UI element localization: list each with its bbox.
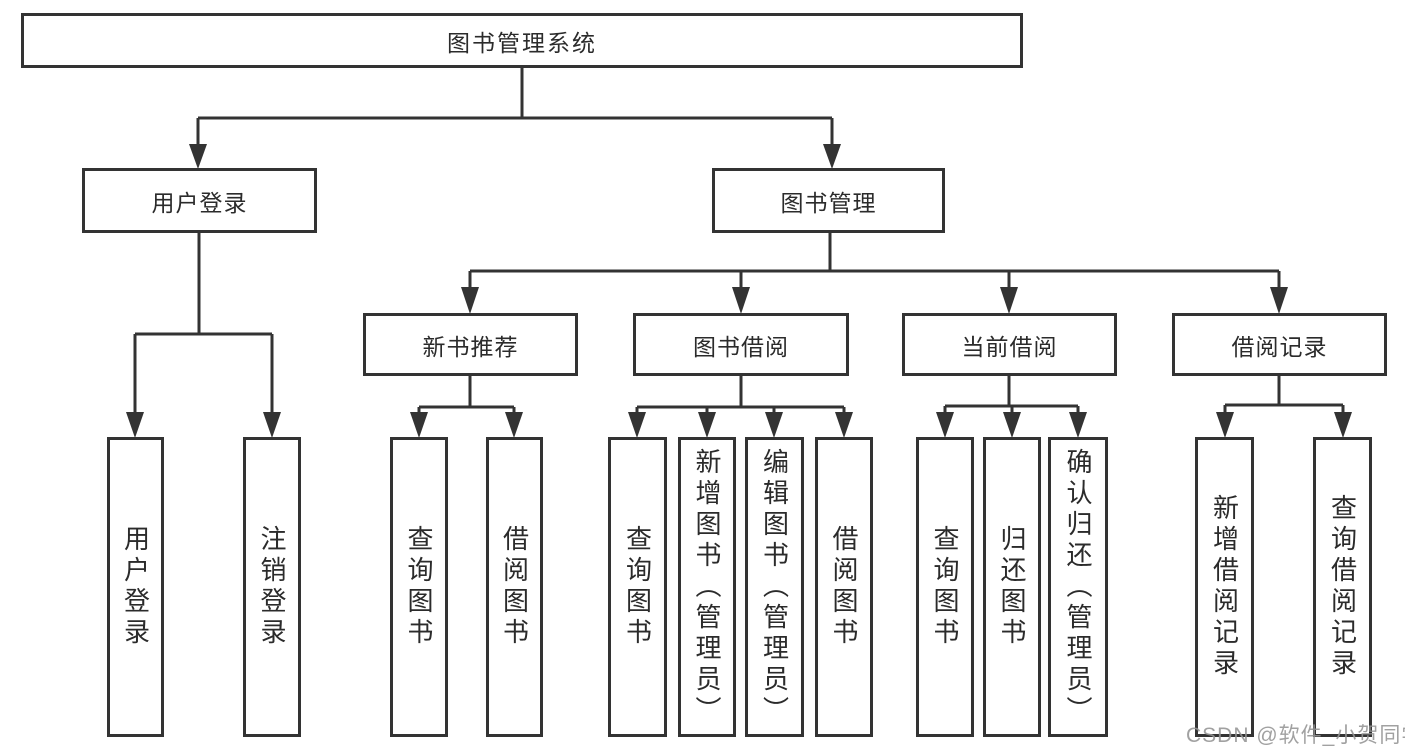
leaf-logout: 注销登录 [243, 437, 301, 737]
node-system-root: 图书管理系统 [21, 13, 1023, 68]
connector-current-borrow-children [943, 376, 1080, 415]
arrowheads-book-borrow-children [628, 412, 853, 438]
arrowheads-borrow-records-children [1216, 412, 1352, 438]
arrowheads-new-books-children [410, 412, 523, 438]
node-book-borrow: 图书借阅 [633, 313, 849, 376]
leaf-query-books-1: 查询图书 [390, 437, 448, 737]
leaf-query-books-2: 查询图书 [608, 437, 667, 737]
connector-user-login-children [133, 233, 274, 414]
node-new-book-recommend: 新书推荐 [363, 313, 578, 376]
csdn-watermark: CSDN @软件_小贺同学 [1186, 724, 1405, 747]
arrowheads-user-login-children [126, 412, 281, 438]
connector-book-borrow-children [635, 376, 846, 415]
leaf-confirm-return-admin: 确认归还（管理员） [1048, 437, 1108, 737]
leaf-borrow-books-1: 借阅图书 [486, 437, 543, 737]
leaf-add-borrow-record-label: 新增借阅记录 [1209, 494, 1240, 680]
connector-root-to-level2 [196, 67, 834, 146]
leaf-add-borrow-record: 新增借阅记录 [1195, 437, 1254, 737]
leaf-edit-book-admin: 编辑图书（管理员） [745, 437, 804, 737]
node-user-login: 用户登录 [82, 168, 317, 233]
connector-book-management-children [468, 233, 1281, 289]
leaf-confirm-return-admin-label: 确认归还（管理员） [1063, 447, 1093, 727]
leaf-borrow-books-1-label: 借阅图书 [499, 525, 530, 649]
leaf-query-books-3-label: 查询图书 [930, 525, 960, 649]
leaf-query-books-1-label: 查询图书 [404, 525, 434, 649]
leaf-user-login-label: 用户登录 [120, 525, 151, 649]
arrowheads-level2 [189, 144, 841, 169]
leaf-return-books: 归还图书 [983, 437, 1041, 737]
leaf-logout-label: 注销登录 [257, 525, 287, 649]
node-book-management: 图书管理 [712, 168, 945, 233]
leaf-query-borrow-record-label: 查询借阅记录 [1327, 494, 1358, 680]
leaf-query-books-2-label: 查询图书 [622, 525, 653, 649]
leaf-query-books-3: 查询图书 [916, 437, 974, 737]
node-current-borrow: 当前借阅 [902, 313, 1117, 376]
leaf-edit-book-admin-label: 编辑图书（管理员） [759, 447, 790, 727]
leaf-borrow-books-2: 借阅图书 [815, 437, 873, 737]
arrowheads-book-management-children [461, 287, 1288, 314]
connector-borrow-records-children [1223, 376, 1345, 415]
leaf-add-book-admin: 新增图书（管理员） [678, 437, 736, 737]
leaf-add-book-admin-label: 新增图书（管理员） [692, 447, 722, 727]
leaf-borrow-books-2-label: 借阅图书 [829, 525, 859, 649]
connector-new-books-children [417, 376, 516, 415]
leaf-user-login: 用户登录 [107, 437, 164, 737]
leaf-query-borrow-record: 查询借阅记录 [1313, 437, 1372, 737]
arrowheads-current-borrow-children [936, 412, 1087, 438]
leaf-return-books-label: 归还图书 [997, 525, 1027, 649]
node-borrow-records: 借阅记录 [1172, 313, 1387, 376]
